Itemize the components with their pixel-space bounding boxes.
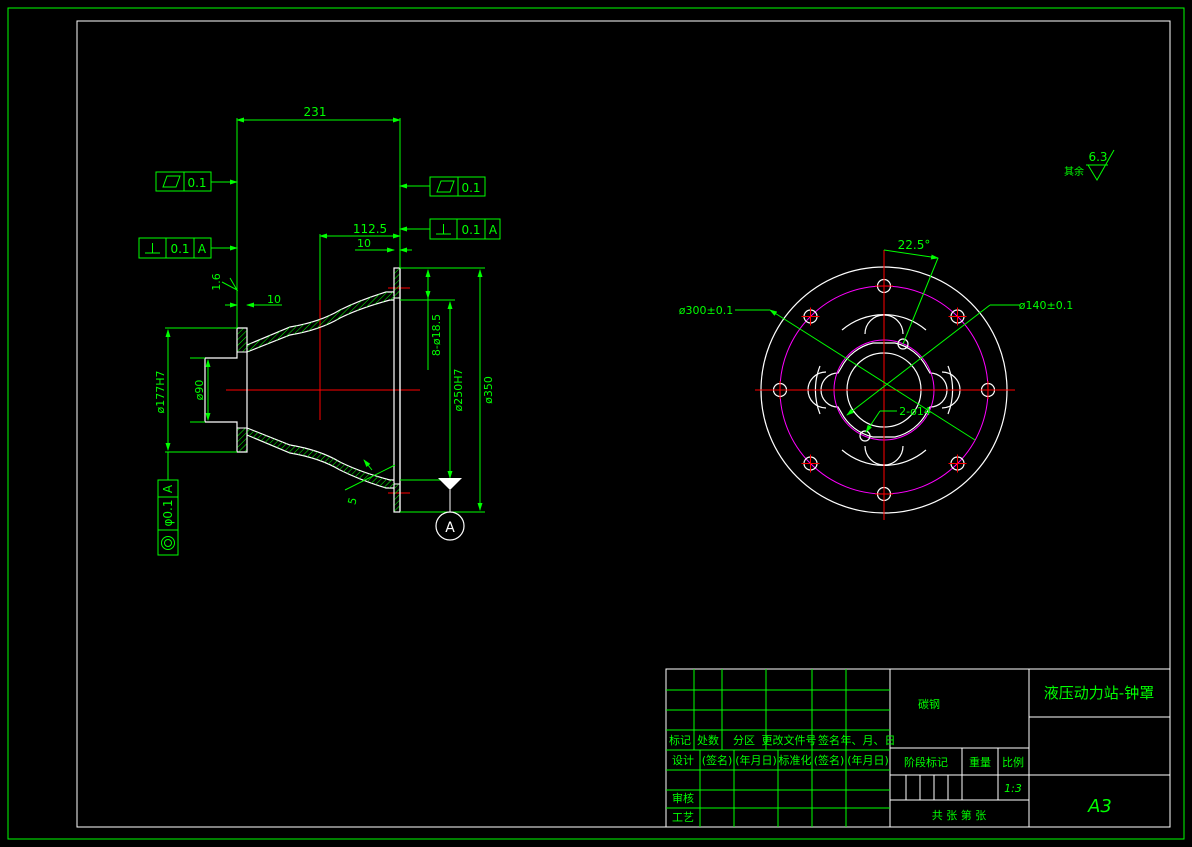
dim-dia-140: ø140±0.1 xyxy=(1019,299,1073,312)
outer-frame xyxy=(7,7,1185,840)
tb-mark-label: 标记 xyxy=(669,733,691,747)
svg-text:其余: 其余 xyxy=(1064,165,1084,178)
tb-weight-label: 重量 xyxy=(969,755,991,769)
svg-text:0.1: 0.1 xyxy=(170,242,189,256)
dim-10-top: 10 xyxy=(357,237,371,250)
svg-text:A: A xyxy=(198,242,207,256)
perpendicularity-icon xyxy=(436,224,451,235)
dim-231: 231 xyxy=(304,105,327,119)
tb-std-date: (年月日) xyxy=(847,753,889,767)
perpendicularity-frame-right: 0.1 A xyxy=(429,218,501,240)
dim-112-5: 112.5 xyxy=(353,222,387,236)
side-view-dimensions xyxy=(165,117,485,513)
tb-change-doc-label: 更改文件号 xyxy=(762,733,817,747)
tb-zone-label: 分区 xyxy=(733,734,755,747)
pin-holes xyxy=(859,338,909,442)
section-hatch-bottom-right xyxy=(393,483,401,513)
coaxiality-frame: A φ0.1 xyxy=(157,479,179,556)
dim-dia-177: ø177H7 xyxy=(154,371,167,414)
front-view: 22.5° ø300±0.1 ø140±0.1 2-ø14 xyxy=(679,238,1073,520)
dim-dia-300: ø300±0.1 xyxy=(679,304,733,317)
svg-text:A: A xyxy=(161,484,175,493)
side-view: A 231 112.5 10 10 ø177H7 ø90 8-ø18.5 ø25… xyxy=(138,105,501,556)
roughness-1-6: 1.6 xyxy=(210,273,223,291)
tb-process-label: 工艺 xyxy=(672,811,694,824)
front-view-dimensions xyxy=(735,249,1020,441)
tb-review-label: 审核 xyxy=(672,791,694,805)
roughness-note: 其余 6.3 xyxy=(1064,149,1115,181)
dim-wall-5: 5 xyxy=(345,496,359,506)
section-hatch-top-right xyxy=(393,267,401,299)
tb-count-label: 处数 xyxy=(697,734,719,747)
dim-8-holes: 8-ø18.5 xyxy=(430,314,443,356)
datum-circle xyxy=(435,511,465,541)
bolt-holes xyxy=(771,277,997,503)
dim-dia-250: ø250H7 xyxy=(452,369,465,412)
section-hatch-top-left xyxy=(236,327,248,353)
svg-text:6.3: 6.3 xyxy=(1088,150,1107,164)
tb-date-label: 年、月、日 xyxy=(841,733,896,747)
tb-design-date: (年月日) xyxy=(735,753,777,767)
dim-dia-90: ø90 xyxy=(193,380,206,401)
tb-material: 碳钢 xyxy=(918,697,940,711)
flatness-icon xyxy=(436,180,455,193)
tb-paper-size: A3 xyxy=(1087,796,1112,817)
tb-std-sign: (签名) xyxy=(814,753,845,767)
coaxiality-icon xyxy=(161,536,175,550)
tb-drawing-title: 液压动力站-钟罩 xyxy=(1044,684,1154,702)
tb-standardize-label: 标准化 xyxy=(779,753,812,767)
section-hatch-bottom-left xyxy=(236,427,248,453)
dim-dia-350: ø350 xyxy=(482,376,495,404)
perpendicularity-frame-left: 0.1 A xyxy=(138,237,212,259)
datum-triangle xyxy=(438,478,462,490)
tb-sign-label: 签名 xyxy=(818,733,840,747)
perpendicularity-icon xyxy=(145,243,160,254)
tb-sheets: 共 张 第 张 xyxy=(932,808,987,822)
tb-scale-value: 1:3 xyxy=(1004,782,1022,795)
datum-label: A xyxy=(445,520,455,536)
svg-text:0.1: 0.1 xyxy=(461,181,480,195)
svg-text:A: A xyxy=(489,223,498,237)
flatness-frame-left: 0.1 xyxy=(155,171,212,192)
svg-text:0.1: 0.1 xyxy=(187,176,206,190)
pin-hole xyxy=(897,338,909,350)
section-hatch-lower-wall xyxy=(247,428,394,488)
pin-hole xyxy=(859,430,871,442)
inner-frame xyxy=(76,20,1171,828)
tb-scale-label: 比例 xyxy=(1002,755,1024,769)
flatness-icon xyxy=(162,175,181,188)
tb-design-sign: (签名) xyxy=(702,753,733,767)
tb-stage-mark-label: 阶段标记 xyxy=(904,755,948,769)
svg-text:0.1: 0.1 xyxy=(461,223,480,237)
section-hatch-upper-wall xyxy=(247,292,394,352)
tb-design-label: 设计 xyxy=(672,754,694,767)
svg-text:φ0.1: φ0.1 xyxy=(161,500,175,527)
dim-dia-14: 2-ø14 xyxy=(899,405,931,418)
flatness-frame-right: 0.1 xyxy=(429,176,486,197)
roughness-symbol-icon xyxy=(1087,149,1115,181)
dim-angle: 22.5° xyxy=(898,238,931,252)
title-block: 标记 处数 分区 更改文件号 签名 年、月、日 设计 (签名) (年月日) 标准… xyxy=(665,668,1171,828)
dim-10-left: 10 xyxy=(267,293,281,306)
